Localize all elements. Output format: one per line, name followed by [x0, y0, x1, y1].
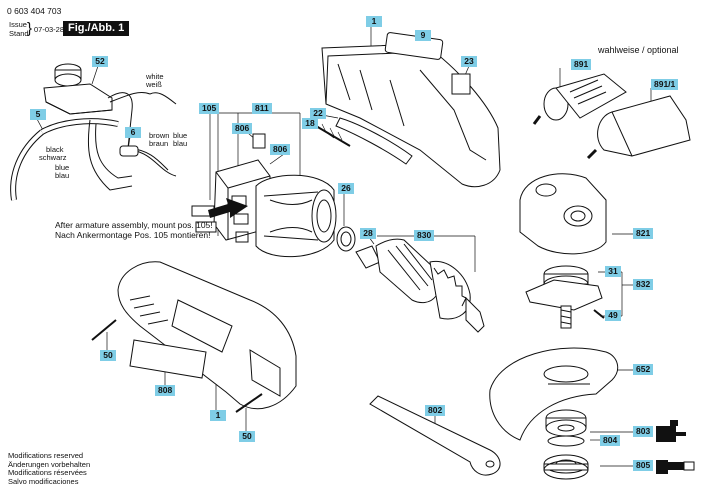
callout-1-bottom: 1: [210, 410, 226, 421]
handle-891: [532, 73, 627, 125]
doc-number: 0 603 404 703: [7, 6, 62, 16]
callout-50-a: 50: [100, 350, 116, 361]
callout-31: 31: [605, 266, 621, 277]
mods-line-2: Änderungen vorbehalten: [8, 459, 91, 469]
handle-891-1: [586, 95, 691, 160]
field-stator: [255, 174, 337, 258]
callout-805: 805: [633, 460, 654, 471]
issue-label-en: Issue: [9, 20, 27, 29]
spanner-802: [369, 395, 501, 476]
callout-26: 26: [338, 183, 354, 194]
wire-blue2-en: blue: [55, 163, 70, 172]
insert-arrow: [208, 198, 248, 218]
modifications-note: Modifications reserved Änderungen vorbeh…: [8, 451, 91, 486]
callout-830: 830: [414, 230, 435, 241]
callout-808: 808: [155, 385, 176, 396]
figure-label: Fig./Abb. 1: [63, 21, 130, 36]
armature-note-en: After armature assembly, mount pos. 105!: [55, 220, 213, 230]
cable-5: [10, 118, 119, 201]
optional-label: wahlweise / optional: [598, 45, 679, 55]
callout-652: 652: [633, 364, 654, 375]
spring-22: [315, 117, 413, 165]
label-plate-808: [129, 339, 207, 379]
callout-50-b: 50: [239, 431, 255, 442]
guard-821: [519, 173, 607, 255]
wire-brown-en: brown: [149, 131, 170, 140]
wires-6: [87, 91, 177, 191]
flange-803: [545, 409, 587, 437]
callout-806-a: 806: [232, 123, 253, 134]
callout-821: 821: [633, 228, 654, 239]
callout-811: 811: [252, 103, 272, 114]
armature-830: [355, 238, 485, 333]
callout-5: 5: [30, 109, 46, 120]
mods-line-3: Modifications réservées: [8, 468, 87, 477]
wire-blue-de: blau: [173, 139, 188, 148]
wire-white-de: weiß: [146, 80, 162, 89]
callout-18: 18: [302, 118, 318, 129]
wire-white-en: white: [146, 72, 164, 81]
callout-803: 803: [633, 426, 654, 437]
callout-891-1: 891/1: [651, 79, 679, 90]
nut-805: [543, 454, 589, 480]
wire-black-de: schwarz: [39, 153, 67, 162]
housing-bottom: [91, 261, 297, 413]
gear-flange-832: [525, 265, 605, 329]
callout-804: 804: [600, 435, 621, 446]
callout-22: 22: [310, 108, 326, 119]
switch-52: [43, 63, 113, 115]
callout-802: 802: [425, 405, 446, 416]
wire-blue2-de: blau: [55, 171, 70, 180]
mods-line-4: Salvo modificaciones: [8, 476, 79, 486]
armature-note-de: Nach Ankermontage Pos. 105 montieren!: [55, 230, 211, 240]
callout-891: 891: [571, 59, 592, 70]
callout-52: 52: [92, 56, 108, 67]
wire-brown-de: braun: [149, 139, 169, 148]
wire-black-en: black: [46, 145, 64, 154]
issue-date: 07-03-28: [34, 25, 65, 34]
callout-806-b: 806: [270, 144, 291, 155]
callout-23: 23: [461, 56, 477, 67]
callout-1-top: 1: [366, 16, 382, 27]
mods-line-1: Modifications reserved: [8, 451, 84, 460]
wire-blue-en: blue: [173, 131, 188, 140]
bearing-26: [336, 226, 356, 252]
callout-49: 49: [605, 310, 621, 321]
callout-9: 9: [415, 30, 431, 41]
clamp-tool-icon: [656, 420, 686, 442]
callout-28: 28: [360, 228, 376, 239]
issue-bracket: }: [27, 20, 33, 37]
guard-652: [489, 347, 619, 441]
callout-6: 6: [125, 127, 141, 138]
issue-label-de: Stand: [9, 29, 29, 38]
oring-804: [547, 435, 585, 447]
callout-105: 105: [199, 103, 220, 114]
housing-top: [321, 32, 501, 188]
callout-832: 832: [633, 279, 654, 290]
spanner-tool-icon: [656, 460, 695, 474]
